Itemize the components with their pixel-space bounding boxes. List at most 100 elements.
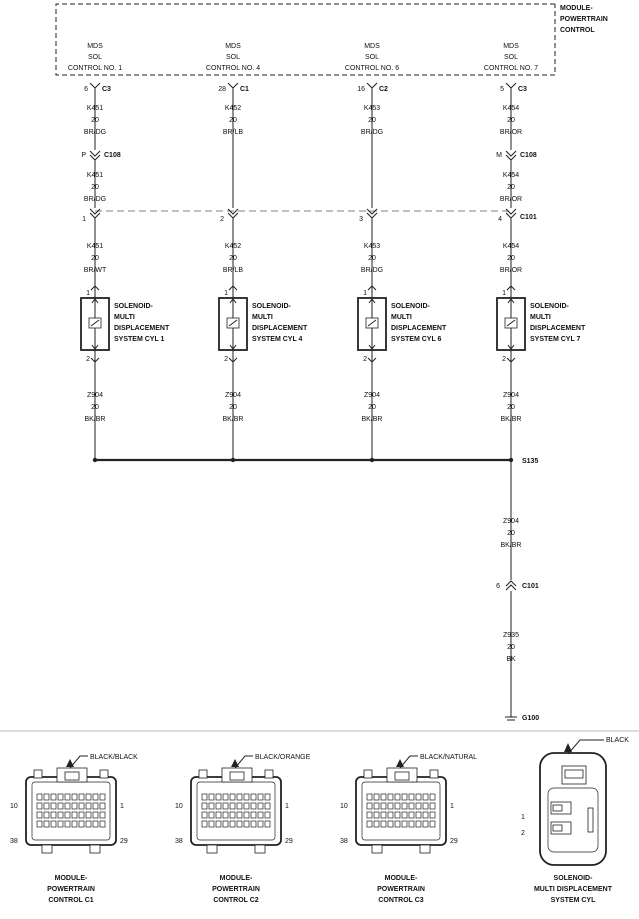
- wire-circuit: K451: [87, 105, 103, 112]
- control-label-3: CONTROL NO. 1: [68, 65, 122, 72]
- ground-run-c101-pin: 6: [496, 583, 500, 590]
- connector-pin-cavity: [264, 820, 271, 828]
- wire-circuit: K453: [364, 243, 380, 250]
- connector-pin-cavity: [78, 793, 85, 801]
- c108-connector-symbol: [505, 150, 517, 161]
- wire-gauge: 20: [229, 255, 237, 262]
- connector-pin-cavity: [50, 820, 57, 828]
- connector-color-arrow-icon: [396, 759, 404, 767]
- connector-pin-cavity: [243, 811, 250, 819]
- connector-pin-cavity: [92, 802, 99, 810]
- control-label-1: MDS: [225, 43, 241, 50]
- connector-pin-bottom-left: 38: [10, 838, 18, 845]
- connector-foot: [89, 844, 101, 854]
- connector-pin-cavity: [380, 802, 387, 810]
- connector-pin-cavity: [250, 802, 257, 810]
- connector-pin-cavity: [408, 793, 415, 801]
- connector-foot: [254, 844, 266, 854]
- connector-pin-cavity: [57, 802, 64, 810]
- ground-run-color: BK/BR: [500, 542, 521, 549]
- solenoid-arrow-up-icon: [368, 298, 376, 304]
- solenoid-connector-pin-1: 1: [521, 814, 525, 821]
- solenoid-pin-symbol: [90, 285, 100, 291]
- connector-pin-cavity: [85, 802, 92, 810]
- connector-pin-cavity: [43, 802, 50, 810]
- ground-label: G100: [522, 715, 539, 722]
- connector-pin-cavity: [201, 793, 208, 801]
- connector-pin-top-left: 10: [340, 803, 348, 810]
- connector-pin-cavity: [36, 793, 43, 801]
- connector-pin-cavity: [222, 802, 229, 810]
- wire-color: BR/DG: [84, 129, 106, 136]
- ground-run-gauge: 20: [507, 530, 515, 537]
- connector-pin-cavity: [229, 811, 236, 819]
- wire-circuit: K452: [225, 243, 241, 250]
- connector-tab: [99, 769, 109, 779]
- connector-pin-cavity: [401, 793, 408, 801]
- connector-name-1: MODULE-: [220, 875, 253, 882]
- connector-pin-cavity: [366, 820, 373, 828]
- connector-pin-cavity: [208, 802, 215, 810]
- connector-tab: [363, 769, 373, 779]
- connector-pin-top-right: 1: [285, 803, 289, 810]
- connector-pin-cavity: [229, 802, 236, 810]
- connector-color-leader: [399, 755, 418, 769]
- connector-color: BLACK/NATURAL: [420, 754, 477, 761]
- solenoid-pin-bottom: 2: [363, 356, 367, 363]
- control-label-2: SOL: [504, 54, 518, 61]
- connector-name-3: CONTROL C3: [378, 897, 423, 904]
- connector-pin-cavity: [380, 811, 387, 819]
- connector-pin-cavity: [36, 802, 43, 810]
- c101-connector-symbol: [89, 208, 101, 219]
- wire-color: BR/OR: [500, 129, 522, 136]
- connector-pin-cavity: [380, 820, 387, 828]
- connector-pin-cavity: [236, 793, 243, 801]
- solenoid-name-2: MULTI: [391, 314, 412, 321]
- control-label-3: CONTROL NO. 6: [345, 65, 399, 72]
- c101-connector-symbol: [505, 580, 517, 591]
- connector-pin-cavity: [78, 820, 85, 828]
- connector-pin-cavity: [373, 793, 380, 801]
- solenoid-name-4: SYSTEM CYL 7: [530, 336, 581, 343]
- connector-pin-cavity: [43, 820, 50, 828]
- connector-pin-cavity: [415, 820, 422, 828]
- connector-pin-cavity: [401, 802, 408, 810]
- module-pin-number: 28: [218, 86, 226, 93]
- c101-pin-number: 4: [498, 216, 502, 223]
- c108-connector-symbol: [89, 150, 101, 161]
- connector-pin-cavity: [366, 802, 373, 810]
- ground-wire-color: BK/BR: [222, 416, 243, 423]
- connector-pin-cavity: [222, 811, 229, 819]
- connector-foot: [371, 844, 383, 854]
- solenoid-pin-bottom: 2: [502, 356, 506, 363]
- connector-pin-cavity: [229, 820, 236, 828]
- connector-pin-cavity: [215, 802, 222, 810]
- connector-pin-cavity: [366, 811, 373, 819]
- connector-pin-cavity: [264, 793, 271, 801]
- solenoid-pin-top: 1: [502, 290, 506, 297]
- connector-pin-cavity: [57, 820, 64, 828]
- connector-pin-cavity: [243, 802, 250, 810]
- connector-pin-cavity: [50, 811, 57, 819]
- connector-pin-cavity: [257, 820, 264, 828]
- wire-color: BR/LB: [223, 267, 244, 274]
- connector-pin-cavity: [429, 793, 436, 801]
- solenoid-arrow-down-icon: [368, 344, 376, 350]
- connector-pin-cavity: [78, 802, 85, 810]
- connector-pin-cavity: [85, 811, 92, 819]
- c101-connector-symbol: [227, 208, 239, 219]
- solenoid-connector-latch-inner: [564, 769, 584, 779]
- connector-pin-cavity: [99, 802, 106, 810]
- module-pin-number: 6: [84, 86, 88, 93]
- wire-gauge: 20: [368, 255, 376, 262]
- solenoid-connector-view: BLACK 1 2 SOLENOID- MULTI DISPLACEMENT S…: [521, 737, 629, 904]
- control-label-3: CONTROL NO. 7: [484, 65, 538, 72]
- connector-body: [25, 776, 117, 846]
- c101-pin-number: 2: [220, 216, 224, 223]
- module-connector-label: C3: [102, 86, 111, 93]
- connector-pin-cavity: [429, 820, 436, 828]
- pin-connector-symbol: [227, 82, 239, 89]
